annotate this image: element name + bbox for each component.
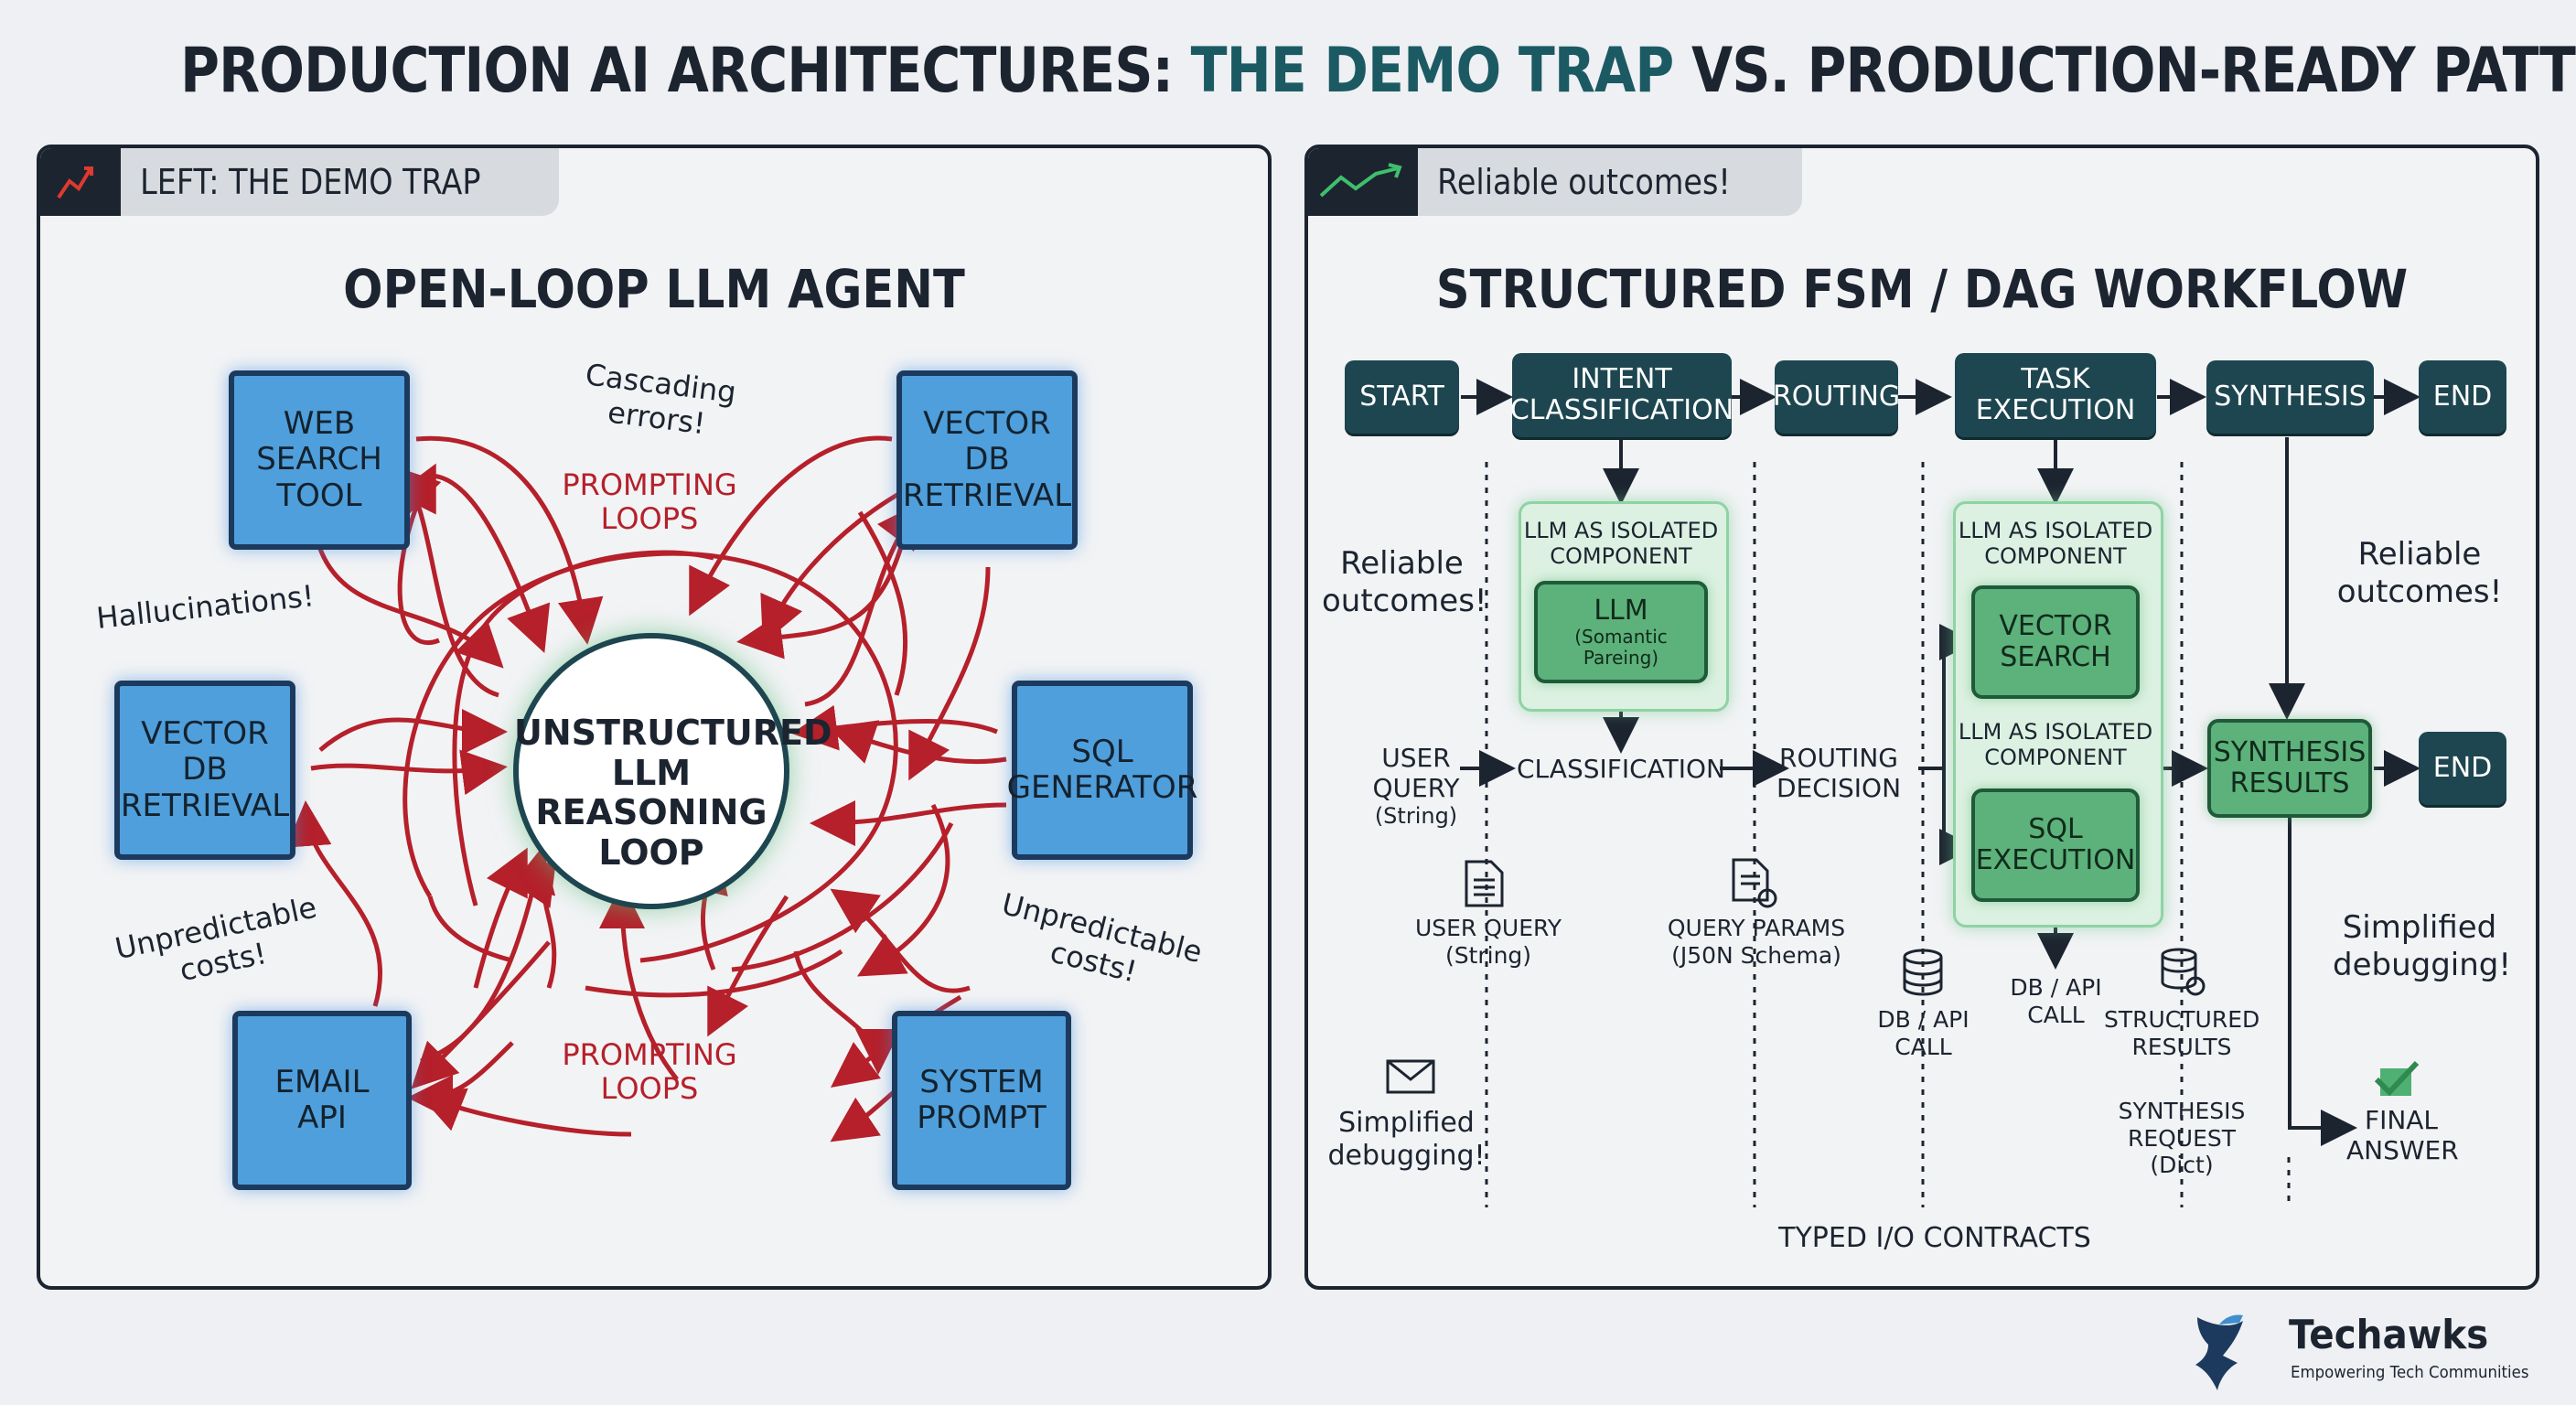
llm-node-sublabel: (Somantic Pareing) [1574, 626, 1668, 670]
intent-classification-node: INTENT CLASSIFICATION [1510, 353, 1733, 437]
right-panel-tab: Reliable outcomes! [1308, 148, 1803, 216]
vector-search-node: VECTOR SEARCH [1971, 585, 2140, 699]
user-query-type-label: (String) [1374, 803, 1458, 829]
page-title: PRODUCTION AI ARCHITECTURES: THE DEMO TR… [180, 35, 2576, 107]
simplified-debugging-left-note: Simplified debugging! [1327, 1107, 1486, 1172]
trend-up-icon [1308, 148, 1418, 216]
user-query-label: USER QUERY [1372, 743, 1460, 804]
right-panel: Reliable outcomes! STRUCTURED FSM / DAG … [1304, 145, 2539, 1290]
db-api-call-label-2: DB / API CALL [2010, 974, 2102, 1028]
reliable-outcomes-right-note: Reliable outcomes! [2336, 536, 2503, 610]
synthesis-results-node: SYNTHESIS RESULTS [2207, 719, 2372, 818]
sql-execution-node: SQL EXECUTION [1971, 788, 2140, 902]
left-panel-tab: LEFT: THE DEMO TRAP [40, 148, 560, 216]
reliable-outcomes-left-note: Reliable outcomes! [1322, 545, 1487, 619]
synthesis-node: SYNTHESIS [2206, 360, 2374, 434]
typed-io-contracts-label: TYPED I/O CONTRACTS [1778, 1222, 2091, 1254]
vector-db-retrieval-left-node: VECTOR DB RETRIEVAL [114, 681, 295, 860]
final-answer-label: FINAL ANSWER [2346, 1105, 2459, 1166]
title-part-1: PRODUCTION AI ARCHITECTURES: [180, 35, 1191, 107]
title-part-2: THE DEMO TRAP [1190, 35, 1675, 107]
query-params-label: QUERY PARAMS (J50N Schema) [1667, 915, 1846, 969]
synthesis-request-label: SYNTHESIS REQUEST (Dict) [2118, 1098, 2246, 1178]
simplified-debugging-right-note: Simplified debugging! [2333, 909, 2512, 983]
email-api-node: EMAIL API [232, 1011, 412, 1190]
left-panel-tab-label: LEFT: THE DEMO TRAP [140, 162, 481, 202]
routing-node: ROUTING [1773, 360, 1900, 434]
web-search-tool-node: WEB SEARCH TOOL [229, 370, 410, 550]
db-api-call-label-1: DB / API CALL [1877, 1006, 1970, 1060]
brand-name: Techawks [2289, 1312, 2489, 1358]
llm-isolated-component-1-label: LLM AS ISOLATED COMPONENT [1523, 518, 1719, 570]
title-part-3: VS. PRODUCTION-READY PATTERN [1690, 35, 2576, 107]
vector-db-retrieval-top-node: VECTOR DB RETRIEVAL [896, 370, 1078, 550]
end-node-2: END [2419, 732, 2506, 805]
classification-label: CLASSIFICATION [1517, 754, 1725, 784]
prompting-loops-top-label: PROMPTING LOOPS [562, 467, 737, 536]
start-node: START [1345, 360, 1459, 434]
llm-isolated-component-2-label: LLM AS ISOLATED COMPONENT [1958, 518, 2153, 570]
task-execution-node: TASK EXECUTION [1955, 353, 2156, 437]
left-panel-heading: OPEN-LOOP LLM AGENT [343, 258, 965, 320]
llm-isolated-component-3-label: LLM AS ISOLATED COMPONENT [1958, 719, 2153, 771]
llm-node: LLM (Somantic Pareing) [1534, 581, 1708, 683]
reasoning-loop-circle [513, 633, 789, 909]
sql-generator-node: SQL GENERATOR [1007, 681, 1197, 860]
right-panel-tab-label: Reliable outcomes! [1437, 162, 1731, 202]
system-prompt-node: SYSTEM PROMPT [892, 1011, 1071, 1190]
llm-node-label: LLM [1594, 594, 1648, 627]
brand-tagline: Empowering Tech Communities [2291, 1363, 2529, 1382]
user-query-string-label: USER QUERY (String) [1414, 915, 1562, 969]
trend-down-icon [40, 148, 121, 216]
structured-results-label: STRUCTURED RESULTS [2104, 1006, 2260, 1060]
right-panel-heading: STRUCTURED FSM / DAG WORKFLOW [1435, 258, 2409, 320]
prompting-loops-bottom-label: PROMPTING LOOPS [562, 1037, 737, 1106]
routing-decision-label: ROUTING DECISION [1776, 743, 1902, 804]
end-node: END [2419, 360, 2506, 434]
reasoning-loop-label: UNSTRUCTURED LLM REASONING LOOP [514, 713, 832, 874]
